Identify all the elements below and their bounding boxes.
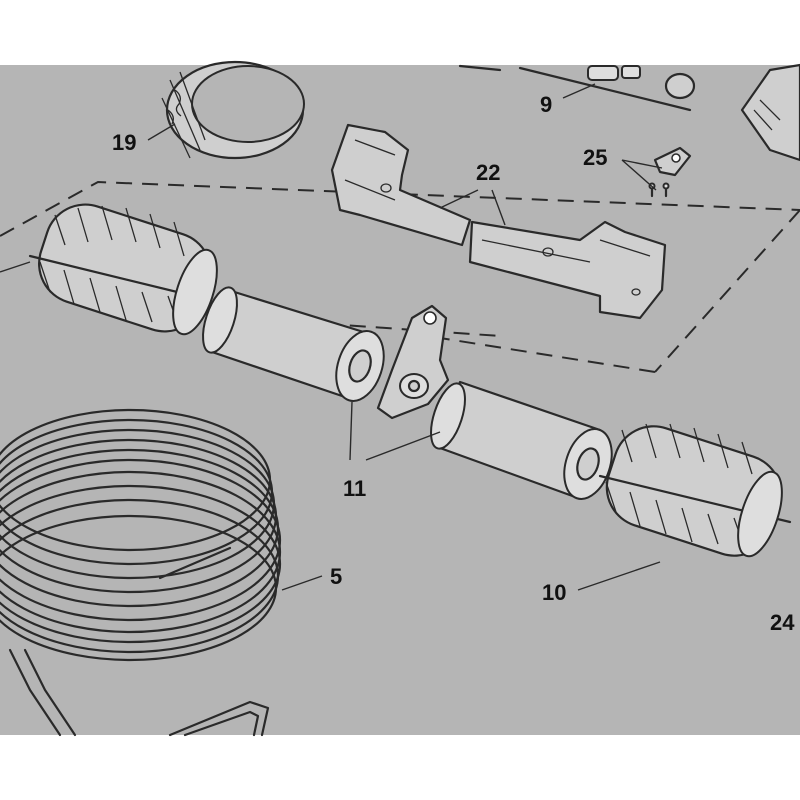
callout-10: 10: [542, 580, 566, 605]
bottom-handle-fragment: [168, 700, 270, 737]
part-9-axle-assembly: [458, 63, 800, 162]
callout-19: 19: [112, 130, 136, 155]
callout-25: 25: [583, 145, 607, 170]
center-bracket: [376, 304, 450, 420]
part-25-clip: [648, 146, 692, 198]
part-19-track: [161, 60, 305, 160]
callout-9: 9: [540, 92, 552, 117]
callout-24: 24: [770, 610, 795, 635]
callout-5: 5: [330, 564, 342, 589]
callout-22: 22: [476, 160, 500, 185]
brush-roller-left: [0, 203, 218, 336]
axle-tube-left: [202, 286, 385, 402]
part-5-coiled-cable: [0, 408, 282, 737]
callout-leaders: [147, 83, 663, 591]
callout-11: 11: [343, 476, 366, 501]
axle-tube-right: [430, 380, 613, 500]
part-10-brush-roller: [598, 423, 792, 558]
part-22-bumper: [330, 123, 667, 320]
